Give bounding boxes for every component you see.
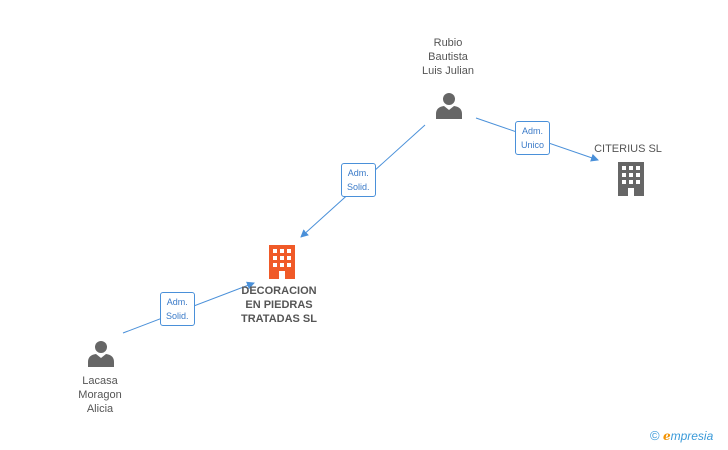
building-icon[interactable]: [615, 162, 647, 196]
edge-label-line-2: Unico: [521, 140, 545, 150]
brand-logo: © empresia: [650, 428, 713, 443]
person-icon[interactable]: [86, 338, 116, 368]
person-rubio-line-1: Rubio: [433, 37, 463, 49]
person-rubio-label[interactable]: Rubio Bautista Luis Julian: [398, 36, 498, 78]
edge-label-line-1: Adm.: [347, 168, 369, 178]
copyright-icon: ©: [650, 428, 660, 443]
brand-initial: e: [662, 429, 671, 443]
person-rubio-line-3: Luis Julian: [422, 65, 474, 77]
edge-label-line-2: Solid.: [347, 182, 370, 192]
edge-label-rubio-decoracion[interactable]: Adm. Solid.: [341, 163, 376, 197]
brand-name: mpresia: [670, 429, 714, 443]
person-rubio-line-2: Bautista: [428, 51, 468, 63]
edge-label-lacasa-decoracion[interactable]: Adm. Solid.: [160, 292, 195, 326]
company-citerius-label[interactable]: CITERIUS SL: [594, 143, 662, 155]
company-decoracion-label[interactable]: DECORACION EN PIEDRAS TRATADAS SL: [229, 284, 329, 326]
person-icon[interactable]: [434, 90, 464, 120]
person-lacasa-line-3: Alicia: [86, 403, 114, 415]
company-decoracion-line-2: EN PIEDRAS: [245, 299, 313, 311]
person-lacasa-label[interactable]: Lacasa Moragon Alicia: [50, 374, 150, 416]
company-decoracion-line-3: TRATADAS SL: [241, 313, 317, 325]
edge-label-line-1: Adm.: [522, 126, 544, 136]
edge-label-line-2: Solid.: [166, 311, 189, 321]
edge-label-line-1: Adm.: [166, 297, 188, 307]
edge-label-rubio-citerius[interactable]: Adm. Unico: [515, 121, 551, 155]
building-icon[interactable]: [266, 245, 298, 279]
person-lacasa-line-2: Moragon: [78, 389, 122, 401]
company-decoracion-line-1: DECORACION: [241, 285, 317, 297]
person-lacasa-line-1: Lacasa: [82, 375, 118, 387]
